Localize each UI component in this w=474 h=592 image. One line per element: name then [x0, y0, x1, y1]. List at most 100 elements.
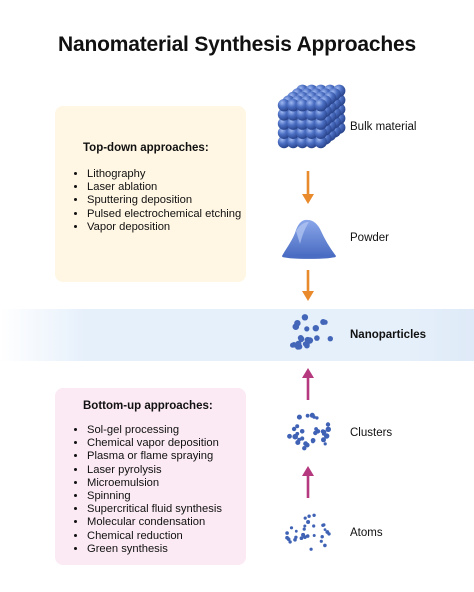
cube-sphere [296, 117, 309, 130]
cube-sphere [314, 126, 327, 139]
nano-dot [296, 343, 303, 350]
cluster-dot [323, 442, 327, 446]
cube-sphere [277, 99, 291, 112]
cluster-dot [309, 412, 315, 418]
atom-dot [312, 513, 316, 517]
bottom-up-box: Bottom-up approaches: Sol-gel processing… [55, 388, 246, 565]
list-item: Sol-gel processing [87, 424, 257, 437]
cube-sphere [287, 99, 300, 112]
cube-sphere [305, 126, 318, 139]
cube-sphere [305, 108, 318, 121]
cube-sphere [287, 108, 300, 121]
nano-dot [327, 336, 333, 342]
atom-dot [303, 516, 307, 520]
cube-sphere [296, 135, 309, 149]
atom-dot [323, 543, 327, 548]
atom-dot [320, 535, 324, 539]
cluster-dot [324, 433, 330, 439]
cluster-dot [296, 414, 302, 420]
cluster-dot [287, 433, 292, 439]
atom-dot [319, 539, 323, 543]
cube-sphere [314, 135, 327, 149]
powder-icon [282, 219, 336, 259]
nano-dot [304, 336, 311, 344]
bulk-material-icon [277, 84, 346, 149]
cluster-dot [313, 430, 318, 436]
nano-dot [298, 337, 304, 343]
atom-dot [286, 537, 291, 541]
top-down-heading: Top-down approaches: [83, 142, 209, 154]
list-item: Chemical vapor deposition [87, 437, 257, 450]
atom-dot [312, 524, 316, 528]
cube-sphere [277, 117, 291, 130]
atom-dot [294, 529, 298, 533]
cube-sphere [277, 108, 291, 121]
cluster-dot [305, 413, 310, 418]
up-arrow-1 [302, 368, 314, 400]
cluster-dot [299, 429, 305, 434]
top-down-list: Lithography Laser ablation Sputtering de… [64, 168, 257, 234]
cube-sphere [314, 99, 327, 112]
list-item: Green synthesis [87, 543, 257, 556]
atoms-icon [285, 513, 331, 551]
atom-dot [288, 540, 292, 544]
stage-label-clusters: Clusters [350, 427, 393, 439]
nano-dot [291, 342, 297, 348]
list-item: Spinning [87, 490, 257, 503]
list-item: Sputtering deposition [87, 194, 257, 207]
nanoparticles-band [0, 309, 474, 361]
atom-dot [289, 526, 294, 530]
down-arrow-2 [302, 270, 314, 301]
cluster-dot [304, 442, 310, 448]
cluster-dot [295, 431, 300, 436]
list-item: Pulsed electrochemical etching [87, 208, 257, 221]
cube-sphere [305, 117, 318, 130]
atom-dot [322, 523, 326, 527]
nano-dot [312, 325, 319, 332]
atom-dot [309, 547, 313, 551]
atom-dot [312, 534, 316, 537]
cube-sphere [277, 135, 291, 149]
cube-sphere [305, 99, 318, 112]
cube-sphere [305, 135, 318, 149]
cluster-dot [325, 426, 331, 432]
cluster-dot [302, 446, 307, 451]
nano-dot [304, 326, 310, 332]
cube-sphere [314, 117, 327, 130]
atom-dot [299, 536, 304, 540]
nano-dot [314, 335, 320, 341]
cube-sphere [287, 135, 300, 149]
cluster-dot [325, 422, 331, 427]
nano-dot [301, 314, 309, 321]
atom-dot [305, 534, 310, 538]
stage-label-atoms: Atoms [350, 527, 383, 539]
list-item: Molecular condensation [87, 516, 257, 529]
stage-label-nanoparticles: Nanoparticles [350, 329, 427, 341]
cube-sphere [296, 99, 309, 112]
cluster-dot [320, 429, 326, 434]
cube-sphere [287, 126, 300, 139]
stage-label-powder: Powder [350, 232, 389, 244]
bottom-up-list: Sol-gel processing Chemical vapor deposi… [64, 424, 257, 556]
atom-dot [326, 530, 330, 534]
list-item: Vapor deposition [87, 221, 257, 234]
atom-dot [293, 538, 297, 542]
top-down-box: Top-down approaches: Lithography Laser a… [55, 106, 246, 282]
atom-dot [307, 514, 311, 518]
list-item: Chemical reduction [87, 530, 257, 543]
nanoparticles-icon [290, 314, 333, 350]
cluster-dot [310, 438, 316, 443]
list-item: Microemulsion [87, 477, 257, 490]
cluster-dot [314, 427, 318, 431]
atom-dot [302, 527, 306, 531]
list-item: Laser ablation [87, 181, 257, 194]
atom-dot [306, 520, 311, 524]
bottom-up-heading: Bottom-up approaches: [83, 400, 213, 412]
nano-dot [292, 323, 300, 331]
atom-dot [303, 524, 307, 528]
list-item: Laser pyrolysis [87, 464, 257, 477]
clusters-icon [287, 412, 331, 451]
cube-sphere [314, 108, 327, 121]
atom-dot [323, 528, 327, 531]
